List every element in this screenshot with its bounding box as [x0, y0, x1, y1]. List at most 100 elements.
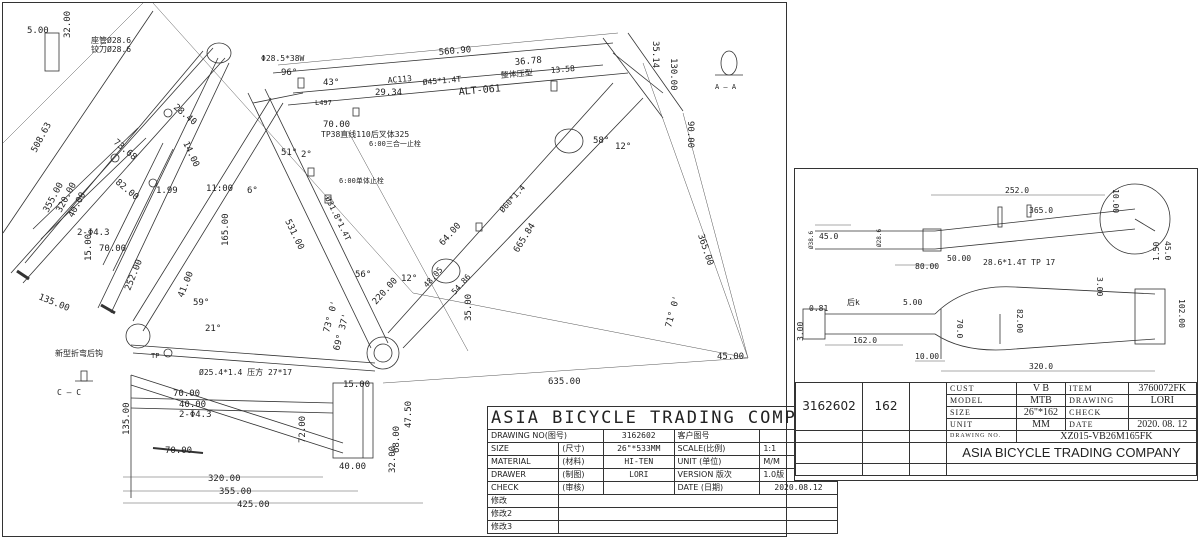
cust-label: CUST — [946, 382, 1017, 395]
dim-102: 102.00 — [1177, 299, 1186, 328]
dim-10: 10.00 — [1111, 189, 1120, 213]
check-value — [603, 481, 675, 495]
frame-drawing: 5.00 32.00 座管Ø28.6 铰刀Ø28.6 508.63 355.00… — [3, 3, 749, 510]
dim-40c: 40.00 — [339, 462, 366, 472]
label-hinge: 铰刀Ø28.6 — [91, 44, 131, 54]
angle-58: 58° — [593, 136, 609, 146]
fork-dimension-lines — [815, 194, 1155, 372]
dim-phi38: Ø38.6 — [808, 231, 815, 249]
dim-phi28-5: Φ28.5*38W — [261, 54, 305, 63]
dim-2phi: 2-Φ4.3 — [77, 228, 110, 238]
main-frame — [125, 32, 684, 372]
date-value: 2020. 08. 12 — [1127, 418, 1198, 431]
dim-635: 635.00 — [548, 377, 581, 387]
check-cn-label: (审核) — [558, 481, 605, 495]
size-label: SIZE — [486, 442, 560, 456]
dim-11-00: 11:00 — [206, 184, 233, 194]
item-value: 3760072FK — [1127, 382, 1198, 395]
dim-70a: 70.00 — [99, 244, 126, 254]
label-section-c: C — C — [57, 388, 81, 397]
revision-3: 修改3 — [486, 520, 560, 534]
size-value: 26"*533MM — [603, 442, 675, 456]
drawer-cn-label: (制图) — [558, 468, 605, 482]
size-value: 26"*162 — [1015, 406, 1067, 419]
dim-1-5: 1.50 — [1152, 242, 1161, 261]
dim-2phi-b: 2-Φ4.3 — [179, 410, 212, 420]
dim-70d: 70.00 — [165, 446, 192, 456]
angle-12a: 12° — [401, 274, 417, 284]
fork-company-name: ASIA BICYCLE TRADING COMPANY — [946, 442, 1197, 464]
fork-top-view — [815, 183, 1171, 255]
dim-162: 162.0 — [853, 336, 877, 345]
dim-phi60: Ø60*1.4 — [497, 182, 527, 214]
dim-32: 32.00 — [63, 11, 73, 38]
dim-16: 70.00 — [173, 389, 200, 399]
label-fold-hook: 新型折弯后钩 — [55, 348, 103, 358]
dim-64: 64.00 — [438, 221, 464, 248]
dim-40b: 40.00 — [179, 400, 206, 410]
dim-36-78: 36.78 — [514, 56, 542, 68]
dim-68: 68.00 — [392, 426, 402, 453]
drawing-value: LORI — [1127, 394, 1198, 407]
check-label: CHECK — [486, 481, 560, 495]
dim-70b: 70.00 — [323, 120, 350, 130]
section-a-symbol — [75, 50, 743, 382]
dim-15: 15.00 — [84, 234, 94, 261]
revision-1: 修改 — [486, 494, 560, 508]
revision-2: 修改2 — [486, 507, 560, 521]
dim-13-58: 13.58 — [550, 64, 575, 75]
dim-47-5: 47.50 — [404, 401, 414, 428]
dim-82: 82.00 — [1015, 309, 1024, 333]
dim-28-40: 28.40 — [171, 103, 198, 128]
dim-45b: 45.0 — [1163, 241, 1172, 260]
drawing-no: 3162602 — [603, 429, 675, 443]
label-single-stop: 6:00单体止栓 — [339, 176, 384, 185]
dim-365: 365.00 — [695, 233, 715, 267]
label-tp: TP — [151, 352, 159, 360]
dim-252: 252.00 — [124, 258, 145, 292]
dim-45: 45.0 — [819, 232, 838, 241]
angle-56: 56° — [355, 270, 371, 280]
unit-label: UNIT (单位) — [673, 455, 761, 469]
fork-drawing: 252.0 365.0 10.00 45.0 80.00 50.00 Ø38.6… — [796, 183, 1186, 372]
dim-1-99: 1.99 — [156, 186, 178, 196]
dim-15b: 15.00 — [343, 380, 370, 390]
dim-80: 80.00 — [915, 262, 939, 271]
label-ac113: AC113 — [387, 74, 412, 85]
dim-70: 70.0 — [955, 319, 964, 338]
dim-425: 425.00 — [237, 500, 270, 510]
dim-54-86: 54.86 — [450, 272, 473, 296]
angle-59: 59° — [193, 298, 209, 308]
dim-82: 82.00 — [113, 178, 140, 203]
dim-41: 41.00 — [177, 270, 196, 299]
dim-135b: 135.00 — [122, 402, 132, 435]
label-three-in-one: 6:00三合一止栓 — [369, 139, 421, 148]
dim-320: 320.0 — [1029, 362, 1053, 371]
dim-355b: 355.00 — [219, 487, 252, 497]
angle-6: 6° — [247, 186, 258, 196]
date-label: DATE — [1065, 418, 1129, 431]
version-label: VERSION 版次 — [673, 468, 761, 482]
frame-drawing-sheet: 5.00 32.00 座管Ø28.6 铰刀Ø28.6 508.63 355.00… — [2, 2, 838, 537]
angle-43: 43° — [323, 78, 339, 88]
dim-48-05: 48.05 — [422, 265, 445, 289]
dim-135: 135.00 — [37, 293, 71, 314]
dim-320b: 320.00 — [208, 474, 241, 484]
dim-5: 5.00 — [903, 298, 922, 307]
material-value: HI-TEN — [603, 455, 675, 469]
label-top-tube: Ø45*1.4T — [422, 74, 461, 87]
dim-50: 50.00 — [947, 254, 971, 263]
dim-252: 252.0 — [1005, 186, 1029, 195]
material-cn-label: (材料) — [558, 455, 605, 469]
dim-508: 508.63 — [30, 121, 54, 154]
check-label: CHECK — [1065, 406, 1129, 419]
label-tp38: TP38直线110后叉体325 — [321, 129, 409, 139]
dim-29-34: 29.34 — [375, 88, 402, 98]
fork-drawing-sheet: 252.0 365.0 10.00 45.0 80.00 50.00 Ø38.6… — [794, 168, 1198, 481]
drawer-label: DRAWER — [486, 468, 560, 482]
drawing-code: XZ015-VB26M165FK — [1015, 430, 1198, 443]
label-l497: L497 — [315, 99, 332, 107]
dim-220: 220.00 — [371, 276, 400, 307]
drawing-no-label: DRAWING NO. — [946, 430, 1017, 443]
chainstay-view — [130, 374, 374, 498]
